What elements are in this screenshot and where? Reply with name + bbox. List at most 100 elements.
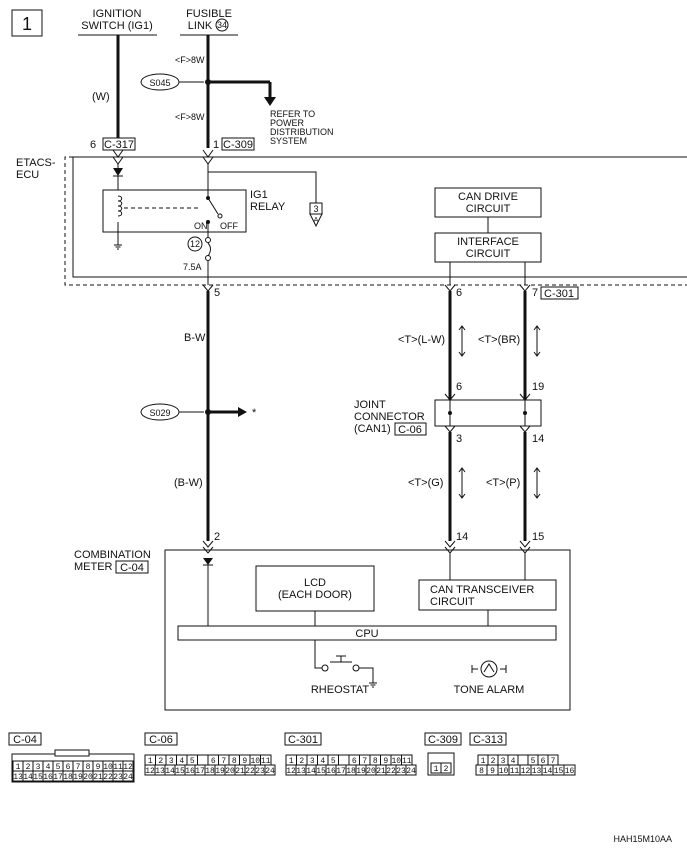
c301-pin-label: 9	[383, 757, 388, 766]
c04-pin-label: 19	[73, 773, 83, 782]
page-number: 1	[22, 14, 32, 34]
refer-1: REFER TO	[270, 109, 315, 119]
joint-conn: C-06	[398, 424, 422, 436]
c06-pin-label: 2	[158, 757, 163, 766]
twist-icon-1	[458, 325, 466, 357]
star-arrow	[238, 407, 247, 417]
rheostat-ground-wire	[359, 667, 374, 683]
c301-pin-label: 14	[306, 767, 316, 776]
meter-mark-14	[444, 540, 456, 554]
c313-pin-label: 7	[551, 757, 556, 766]
c301-pin-label: 12	[286, 767, 296, 776]
conn-c309-box	[221, 137, 255, 151]
interface-label-1: INTERFACE	[457, 236, 519, 248]
c04-tag: C-04	[13, 734, 37, 746]
ignition-label-2: SWITCH (IG1)	[81, 20, 153, 32]
c04-pin-label: 20	[83, 773, 93, 782]
c313-pin-cell	[517, 754, 529, 766]
c309-body	[427, 752, 455, 776]
c04-pin-label: 24	[123, 773, 133, 782]
c06-tag: C-06	[149, 734, 173, 746]
twist-icon-3	[458, 467, 466, 499]
relay-switch-arm	[207, 197, 219, 215]
c313-pin-label: 13	[532, 767, 542, 776]
rheostat-contact-1	[321, 664, 329, 672]
fuse-number-circle	[187, 236, 203, 252]
can-drive-label-2: CIRCUIT	[466, 203, 511, 215]
rheostat-wire	[314, 640, 322, 669]
c06-pin-label: 5	[190, 757, 195, 766]
c06-pin-label: 7	[221, 757, 226, 766]
wire-label-f8w-1: <F>8W	[175, 55, 205, 65]
conn-c317: C-317	[104, 139, 134, 151]
ref-box-letter: A	[314, 217, 319, 224]
relay-label-2: RELAY	[250, 201, 286, 213]
interface-label-2: CIRCUIT	[466, 248, 511, 260]
c313-pin-label: 4	[511, 757, 516, 766]
wire-label-g: <T>(G)	[408, 477, 443, 489]
meter-mark-2	[202, 540, 214, 554]
joint-pin-6: 6	[456, 381, 462, 393]
meter-pin-2: 2	[214, 531, 220, 543]
c301-pin-label: 23	[396, 767, 406, 776]
lcd-label-1: LCD	[304, 577, 326, 589]
diagram-code: HAH15M10AA	[613, 834, 672, 844]
ignition-label-1: IGNITION	[93, 8, 142, 20]
c301-pin-cell	[405, 764, 417, 776]
c04-key	[54, 749, 90, 757]
cpu-box	[177, 625, 557, 641]
wire-label-lw: <T>(L-W)	[398, 334, 445, 346]
conn-c309: C-309	[223, 139, 253, 151]
wire-label-p: <T>(P)	[486, 477, 520, 489]
meter-diode-icon	[203, 558, 213, 565]
c301-tag-box	[284, 732, 322, 746]
c301-pin-label: 3	[310, 757, 315, 766]
c313-pin-label: 3	[501, 757, 506, 766]
c06-pin-label: 3	[169, 757, 174, 766]
joint-box	[434, 399, 542, 427]
tone-alarm-bell	[483, 663, 495, 673]
joint-mark-4	[519, 425, 531, 433]
conn-c301: C-301	[544, 288, 574, 300]
c06-pin-label: 24	[265, 767, 275, 776]
c06-pin-label: 16	[185, 767, 195, 776]
c06-pin-label: 13	[155, 767, 165, 776]
wire-to-ref-3a	[208, 171, 317, 203]
cpu-label: CPU	[355, 628, 378, 640]
can-transceiver-box	[418, 579, 557, 611]
c06-pin-label: 12	[145, 767, 155, 776]
joint-conn-box	[394, 422, 427, 436]
fusible-number-circle	[215, 18, 229, 32]
c04-pin-label: 16	[43, 773, 53, 782]
c301-pin-label: 21	[376, 767, 386, 776]
pin-7-ecu: 7	[532, 287, 538, 299]
c313-pin-label: 10	[499, 767, 509, 776]
c313-pin-label: 16	[565, 767, 575, 776]
relay-on: ON	[194, 221, 208, 231]
c301-pin-label: 2	[299, 757, 304, 766]
joint-pin-14: 14	[532, 433, 544, 445]
meter-mark-15	[519, 540, 531, 554]
c04-tag-box	[8, 732, 42, 746]
c301-pin-label: 13	[296, 767, 306, 776]
tone-alarm-leads	[471, 665, 507, 673]
c313-pin-label: 5	[531, 757, 536, 766]
c309-pin-label: 2	[444, 765, 449, 774]
meter-label-2: METER	[74, 561, 113, 573]
pin7-mark	[519, 284, 531, 292]
c04-pin-label: 12	[123, 763, 133, 772]
c04-pin-label: 4	[46, 763, 51, 772]
c06-pin-label: 21	[235, 767, 245, 776]
c06-pin-label: 15	[175, 767, 185, 776]
c301-pin-label: 5	[331, 757, 336, 766]
pin-6-ig1: 6	[90, 139, 96, 151]
etacs-box	[72, 156, 687, 278]
pin-5: 5	[214, 287, 220, 299]
wire-label-br: <T>(BR)	[478, 334, 520, 346]
c313-pin-label: 14	[543, 767, 553, 776]
joint-dot-h	[523, 411, 527, 415]
c309-pin-label: 1	[434, 765, 439, 774]
fusible-number: 34	[217, 20, 227, 30]
